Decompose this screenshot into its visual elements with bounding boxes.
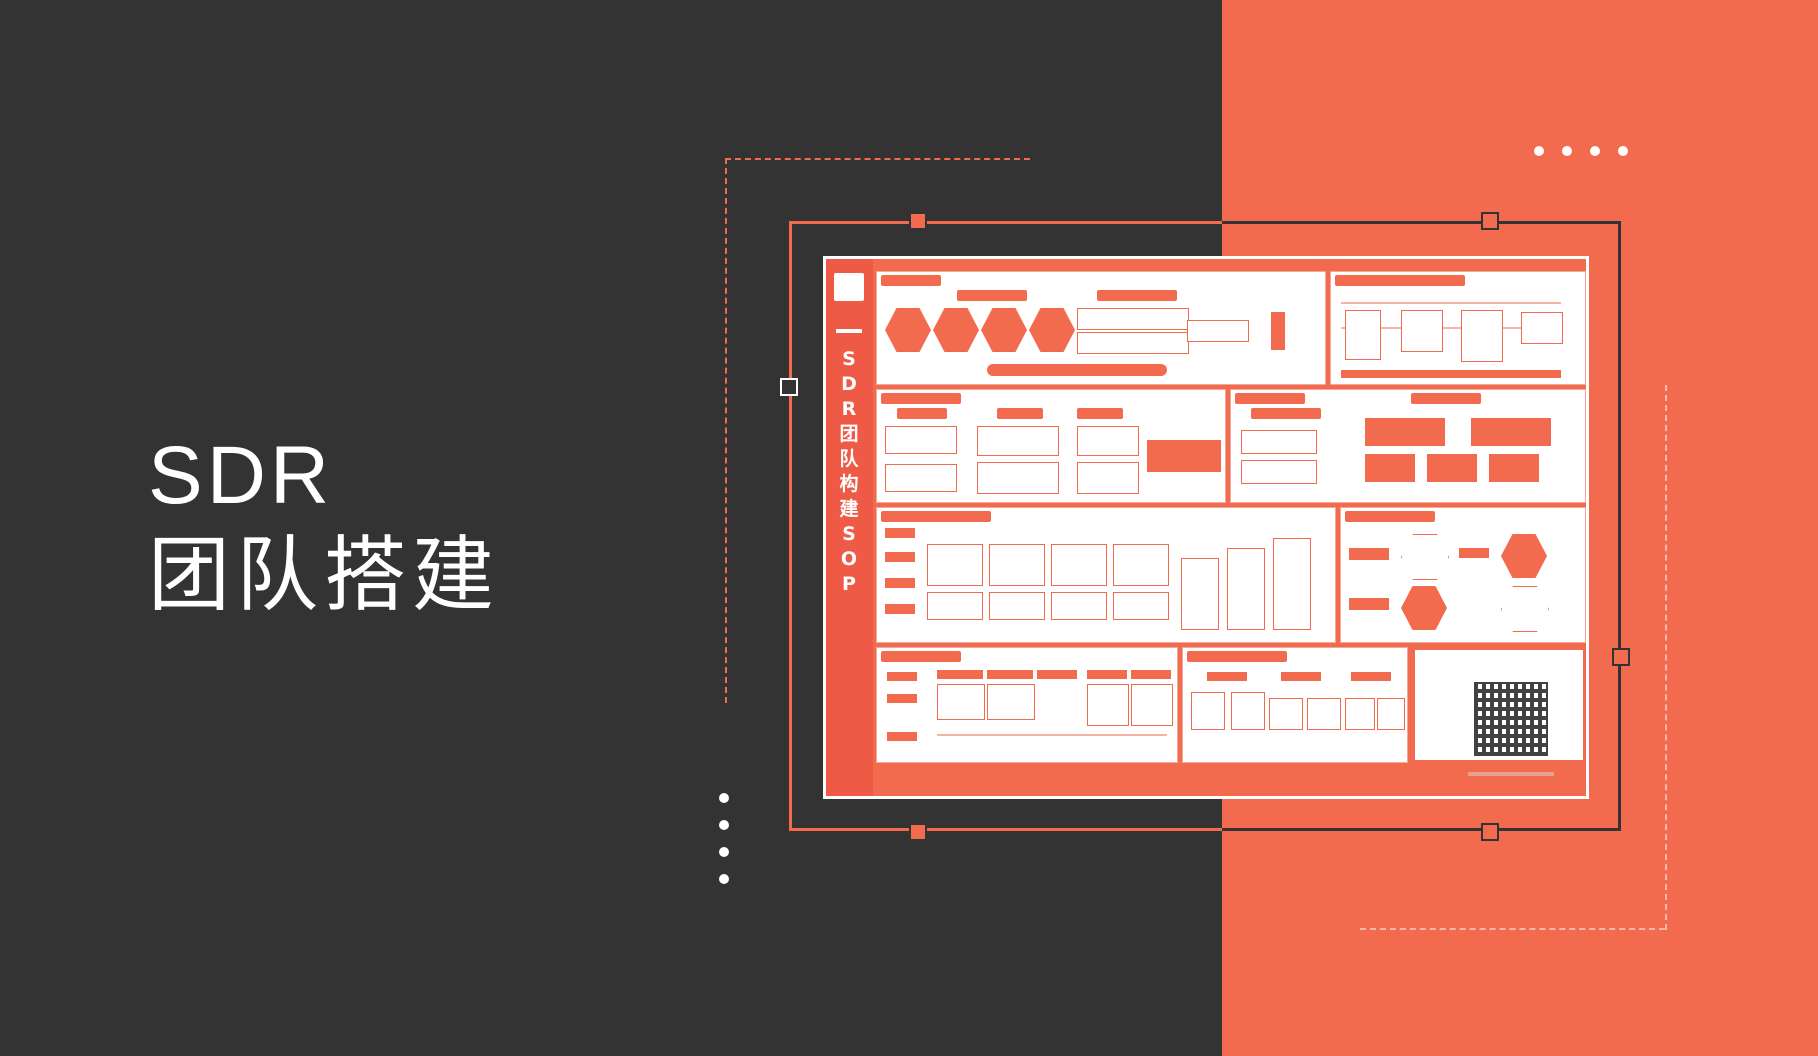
dashed-guide-top — [725, 158, 1030, 160]
page-title: SDR 团队搭建 — [148, 428, 500, 628]
poster-panel-08 — [1182, 647, 1408, 763]
frame-handle-bottom-right — [1481, 823, 1499, 841]
poster-panel-01 — [876, 271, 1326, 385]
frame-handle-bottom-left — [909, 823, 927, 841]
poster-vertical-prefix: SDR — [841, 348, 857, 420]
dashed-guide-right — [1665, 385, 1667, 930]
poster-panel-02 — [1330, 271, 1586, 385]
dashed-guide-bottom — [1360, 928, 1665, 930]
dashed-guide-left — [725, 158, 727, 703]
poster-sidebar: SDR 团队构建SOP — [826, 259, 873, 796]
sop-poster-thumbnail: SDR 团队构建SOP — [823, 256, 1589, 799]
poster-panel-05 — [876, 507, 1336, 643]
poster-logo — [834, 273, 864, 301]
poster-panel-04 — [1230, 389, 1586, 503]
title-line-1: SDR — [148, 430, 334, 521]
frame-handle-left — [780, 378, 798, 396]
selection-frame — [789, 221, 1621, 831]
qr-code-image — [1474, 682, 1548, 756]
frame-handle-top-right — [1481, 212, 1499, 230]
qr-label — [1476, 760, 1548, 766]
poster-panel-07 — [876, 647, 1178, 763]
qr-caption — [1468, 772, 1554, 776]
frame-handle-right — [1612, 648, 1630, 666]
poster-panel-06 — [1340, 507, 1586, 643]
poster-vertical-text: 团队构建SOP — [839, 423, 859, 595]
frame-handle-top-left — [909, 212, 927, 230]
poster-panel-03 — [876, 389, 1226, 503]
poster-vertical-title: SDR 团队构建SOP — [836, 347, 862, 597]
dots-decoration-top — [1534, 146, 1628, 156]
dots-decoration-left — [719, 793, 729, 884]
title-line-2: 团队搭建 — [148, 528, 501, 623]
